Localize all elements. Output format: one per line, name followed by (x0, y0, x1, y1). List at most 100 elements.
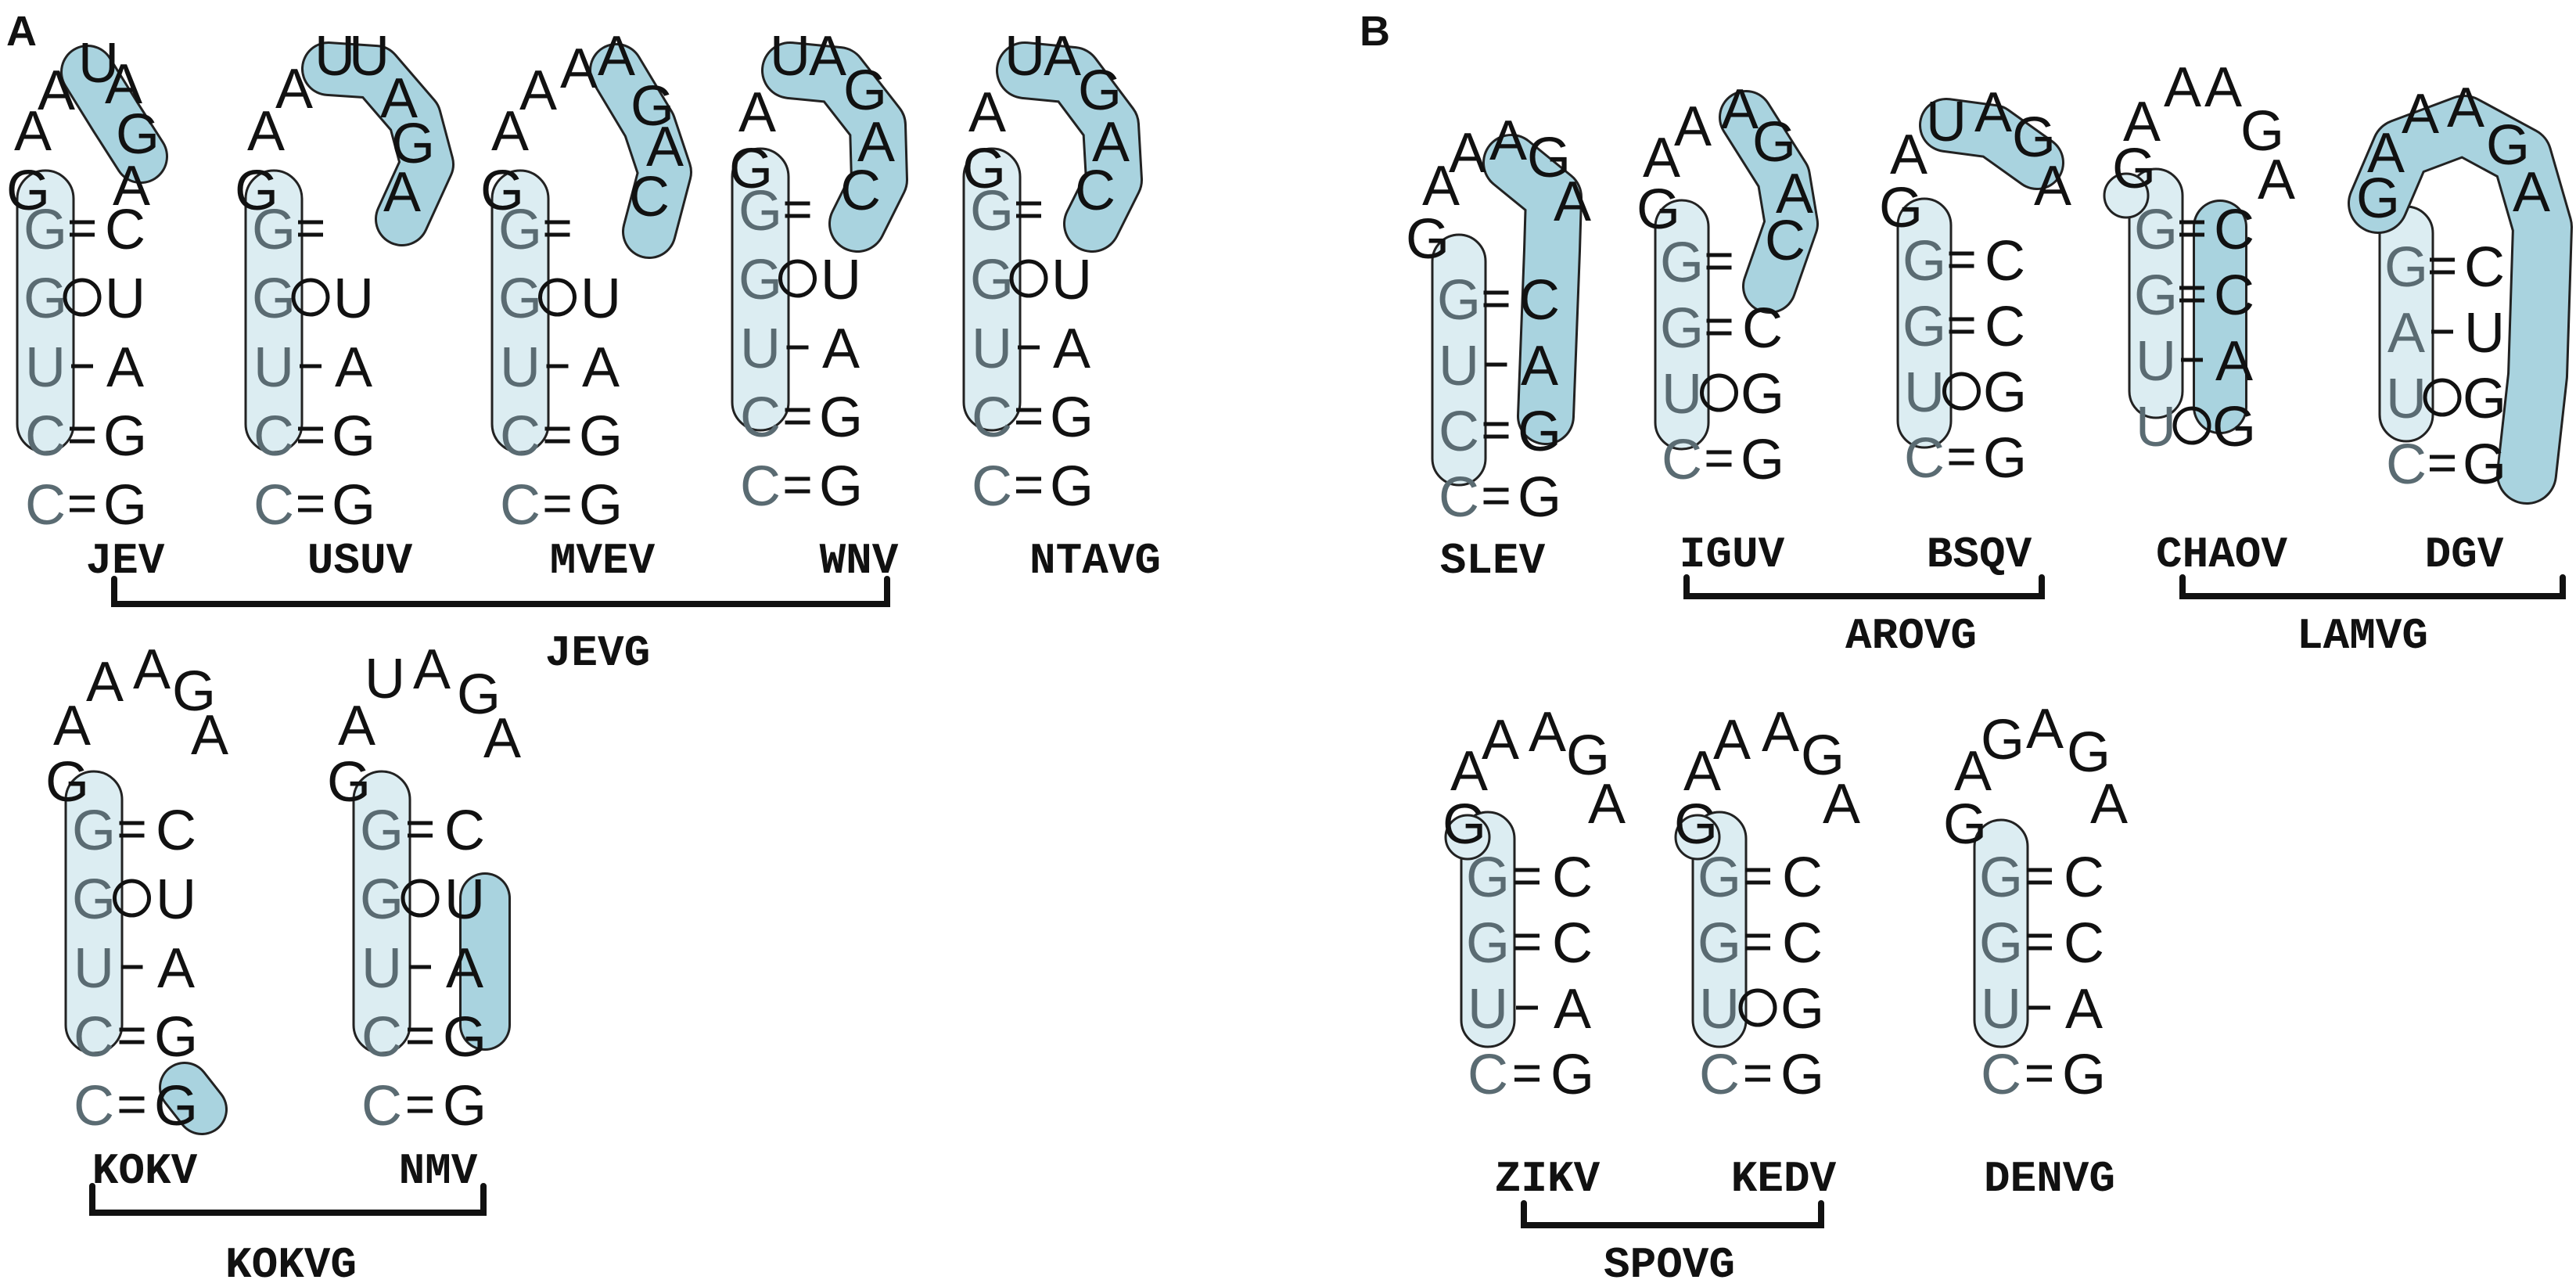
group-kokvg: KOKVG (89, 1183, 487, 1287)
stem-base-left: U (1439, 335, 1479, 397)
stem-base-right: C (1782, 912, 1823, 975)
stem-base-left: U (1662, 363, 1702, 426)
loop-base: A (53, 695, 91, 757)
virus-name-zikv: ZIKV (1495, 1154, 1601, 1204)
loop-base: A (1890, 124, 1928, 186)
highlight-region (1921, 100, 2062, 188)
loop-base: U (78, 32, 119, 95)
stem-base-right: C (444, 800, 485, 862)
stem-base-left: C (1981, 1044, 2021, 1106)
stem-base-right: A (2065, 978, 2103, 1041)
stem-base-right: A (446, 937, 483, 1000)
loop-base: A (1776, 163, 1813, 225)
loop-base: G (116, 103, 160, 166)
stem-base-right: C (1742, 297, 1783, 360)
stem-base-left: G (2384, 236, 2428, 299)
loop-base: G (843, 59, 887, 122)
stem-base-left: U (500, 336, 541, 399)
highlight-region (1654, 199, 1710, 451)
stem-base-left: G (1698, 847, 1741, 909)
loop-base: A (1713, 709, 1751, 771)
virus-name-nmv: NMV (399, 1146, 478, 1196)
loop-base: G (1406, 208, 1450, 271)
loop-base: A (1422, 155, 1460, 217)
stem-base-left: U (1699, 978, 1740, 1041)
stem-base-right: C (1552, 912, 1593, 975)
loop-base: G (480, 160, 524, 222)
loop-base: A (383, 161, 421, 224)
stem-base-right: G (819, 455, 863, 518)
stem-base-left: G (1660, 232, 1704, 294)
stem-base-right: G (579, 405, 623, 468)
stem-base-left: C (500, 474, 541, 537)
stem-base-right: G (1983, 361, 2027, 424)
loop-base: G (631, 75, 674, 138)
loop-base: A (2034, 155, 2071, 217)
stem-base-right: U (821, 249, 861, 311)
stem-base-right: U (2464, 302, 2505, 365)
stem-base-left: G (2134, 199, 2178, 261)
loop-base: G (1442, 793, 1486, 856)
stem-base-right: G (2062, 1044, 2106, 1106)
loop-base: U (770, 25, 810, 88)
loop-base: A (1683, 740, 1721, 803)
group-name-lamvg: LAMVG (2297, 611, 2428, 661)
stem-base-right: U (156, 868, 196, 931)
loop-base: A (86, 651, 124, 714)
stem-base-left: G (1698, 912, 1741, 975)
virus-name-kokv: KOKV (92, 1146, 198, 1196)
loop-base: G (172, 660, 216, 723)
loop-base: U (314, 25, 355, 88)
stem-base-right: U (333, 268, 374, 330)
stem-base-left: C (1439, 401, 1479, 463)
stem-base-right: C (2214, 199, 2254, 261)
loop-base: A (413, 638, 451, 701)
loop-base: A (1489, 110, 1527, 172)
stem-base-left: C (972, 455, 1012, 518)
highlight-region (63, 47, 166, 182)
stem-base-right: G (154, 1075, 198, 1138)
loop-base: U (365, 648, 405, 710)
panel-label-a: A (6, 8, 37, 55)
stem-base-left: G (252, 199, 296, 261)
loop-base: A (519, 59, 557, 122)
stem-base-left: G (1902, 230, 1946, 293)
stem-base-right: G (1780, 1044, 1824, 1106)
stem-base-left: G (498, 268, 542, 330)
highlight-region (962, 147, 1022, 432)
stem-base-right: A (582, 336, 620, 399)
loop-base: A (1554, 171, 1591, 233)
highlight-region (731, 147, 790, 432)
stem-base-left: G (738, 180, 782, 243)
stem-base-left: G (970, 249, 1014, 311)
loop-base: G (1078, 59, 1122, 122)
wobble-pair-mark (291, 278, 330, 317)
stem-base-right: G (332, 474, 375, 537)
wobble-pair-mark (113, 879, 151, 918)
loop-base: A (338, 695, 375, 757)
loop-base: G (391, 113, 435, 175)
group-name-jevg: JEVG (545, 628, 650, 678)
highlight-region (1896, 197, 1953, 449)
stem-base-right: G (1050, 455, 1094, 518)
highlight-region (1485, 136, 1580, 443)
stem-base-right: G (332, 405, 375, 468)
loop-base: G (2112, 138, 2156, 200)
stem-base-right: G (2212, 396, 2256, 458)
loop-base: G (2356, 167, 2400, 230)
stem-base-right: C (2214, 264, 2254, 327)
wobble-pair-mark (538, 278, 577, 317)
stem-base-right: G (103, 474, 147, 537)
loop-base: G (2486, 114, 2530, 177)
stem-base-right: G (1741, 363, 1784, 426)
highlight-region (161, 1064, 225, 1133)
group-lamvg: LAMVG (2179, 574, 2566, 661)
virus-name-denvg: DENVG (1984, 1154, 2115, 1204)
loop-base: A (2164, 56, 2201, 119)
loop-base: A (2026, 698, 2064, 760)
wobble-pair-mark (2423, 378, 2462, 417)
wobble-pair-mark (401, 879, 440, 918)
stem-base-right: G (1983, 427, 2027, 490)
